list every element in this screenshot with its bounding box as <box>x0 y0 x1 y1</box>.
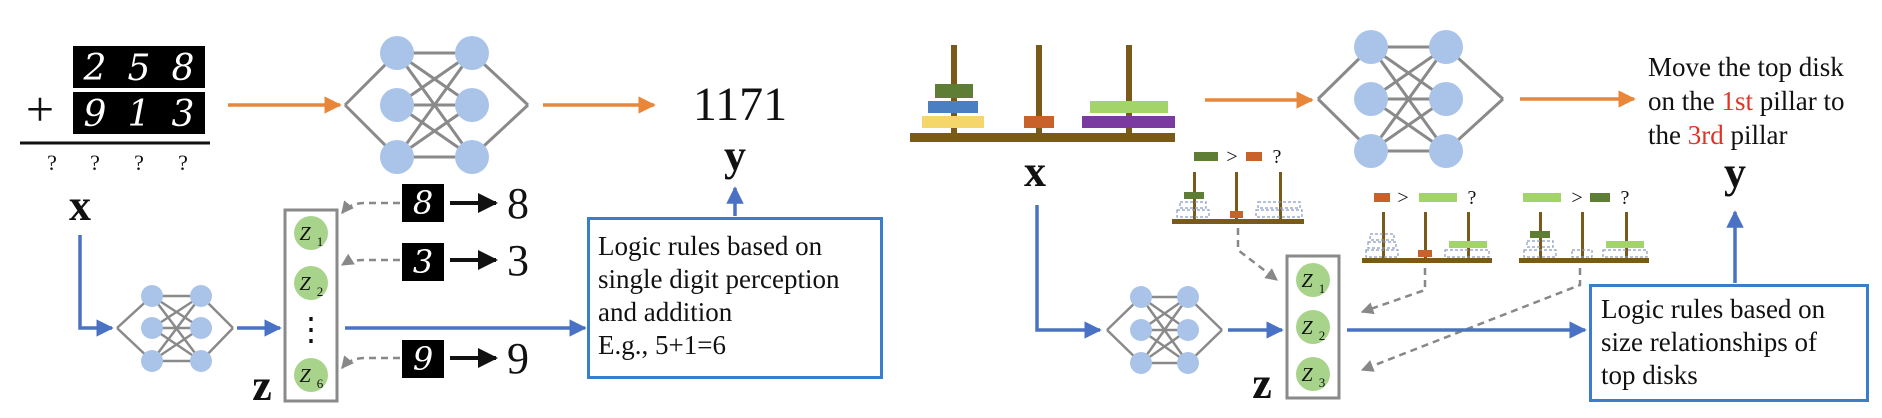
rule-line: top disks <box>1601 360 1698 390</box>
greater-than: > <box>1226 146 1237 168</box>
latent-z1: Z <box>1301 270 1313 292</box>
mapping-digit-image: 8 <box>413 184 433 222</box>
mnist-digit: 8 <box>172 48 195 89</box>
latent-z1-sub: 1 <box>317 234 324 249</box>
mapping-value: 3 <box>507 236 529 285</box>
left-latent-box: Z 1 Z 2 ⋮ Z 6 <box>283 208 339 403</box>
dashed-arrow <box>1360 268 1582 372</box>
dashed-arrow <box>341 355 400 369</box>
latent-z6: Z <box>299 365 311 387</box>
relation-check-3: > ? <box>1519 187 1649 263</box>
dashed-arrow <box>1236 228 1278 281</box>
latent-ellipsis: ⋮ <box>295 311 327 347</box>
output-ordinal: 3rd <box>1687 120 1724 150</box>
mapping-value: 9 <box>507 334 529 383</box>
right-z-label: z <box>1252 359 1272 408</box>
left-bottom-network <box>116 285 234 372</box>
unknown-digit: ? <box>134 150 144 175</box>
left-x-label: x <box>69 181 91 230</box>
output-line-3: the 3rd pillar <box>1648 118 1845 152</box>
hanoi-input <box>910 45 1175 142</box>
latent-z2-sub: 2 <box>317 284 324 299</box>
right-top-network <box>1316 30 1505 168</box>
blue-arrow-x-to-net <box>1035 205 1102 339</box>
mnist-digit: 3 <box>172 94 195 135</box>
plus-sign: + <box>26 81 54 137</box>
latent-z1-sub: 1 <box>1319 281 1326 296</box>
output-text: the <box>1648 120 1688 150</box>
mnist-digit: 9 <box>84 94 107 135</box>
latent-z3-sub: 3 <box>1319 375 1326 390</box>
question-mark: ? <box>1273 146 1282 168</box>
question-mark: ? <box>1468 187 1477 209</box>
left-y-value: 1171 <box>693 78 787 131</box>
rule-line: single digit perception <box>598 264 840 294</box>
right-latent-box: Z 1 Z 2 Z 3 <box>1285 254 1341 400</box>
right-bottom-network <box>1106 286 1223 374</box>
hanoi-output-text: Move the top disk on the 1st pillar to t… <box>1648 50 1845 152</box>
rule-line: size relationships of <box>1601 327 1817 357</box>
mnist-digit: 5 <box>128 48 151 89</box>
latent-z1: Z <box>299 223 311 245</box>
unknown-digit: ? <box>47 150 57 175</box>
mnist-addition-input: 2 5 8 9 1 3 + ? ? ? ? <box>20 46 210 175</box>
greater-than: > <box>1397 187 1408 209</box>
digit-mappings: 8 8 3 3 9 9 <box>340 179 529 383</box>
latent-z6-sub: 6 <box>317 376 324 391</box>
blue-arrow-x-to-net <box>78 235 114 337</box>
latent-z2: Z <box>299 273 311 295</box>
left-top-network <box>343 36 530 174</box>
left-logic-rules-box: Logic rules based on single digit percep… <box>587 217 883 379</box>
right-y-label: y <box>1724 148 1746 197</box>
mapping-value: 8 <box>507 179 529 228</box>
left-y-label: y <box>724 131 746 180</box>
output-text: pillar <box>1723 120 1788 150</box>
greater-than: > <box>1571 187 1582 209</box>
mapping-digit-image: 9 <box>413 340 433 378</box>
output-ordinal: 1st <box>1721 86 1754 116</box>
mnist-digit: 1 <box>128 94 151 135</box>
dashed-arrow <box>341 200 400 214</box>
unknown-digit: ? <box>90 150 100 175</box>
right-logic-rules-box: Logic rules based on size relationships … <box>1589 284 1869 402</box>
rule-line: Logic rules based on <box>1601 294 1826 324</box>
rule-line: Logic rules based on <box>598 231 823 261</box>
latent-z3: Z <box>1301 364 1313 386</box>
right-x-label: x <box>1024 147 1046 196</box>
latent-z2: Z <box>1301 317 1313 339</box>
relation-check-1: > ? <box>1172 146 1304 224</box>
output-line-2: on the 1st pillar to <box>1648 84 1845 118</box>
dashed-arrow <box>1360 268 1427 315</box>
latent-z2-sub: 2 <box>1319 328 1326 343</box>
rule-line: and addition <box>598 297 733 327</box>
output-text: pillar to <box>1753 86 1845 116</box>
unknown-digit: ? <box>178 150 188 175</box>
relation-check-2: > ? <box>1362 187 1492 263</box>
output-line-1: Move the top disk <box>1648 52 1844 82</box>
rule-line: E.g., 5+1=6 <box>598 330 726 360</box>
mapping-digit-image: 3 <box>413 243 433 281</box>
question-mark: ? <box>1621 187 1630 209</box>
left-z-label: z <box>252 361 272 410</box>
mnist-digit: 2 <box>83 48 107 89</box>
dashed-arrow <box>340 253 400 267</box>
output-text: on the <box>1648 86 1722 116</box>
